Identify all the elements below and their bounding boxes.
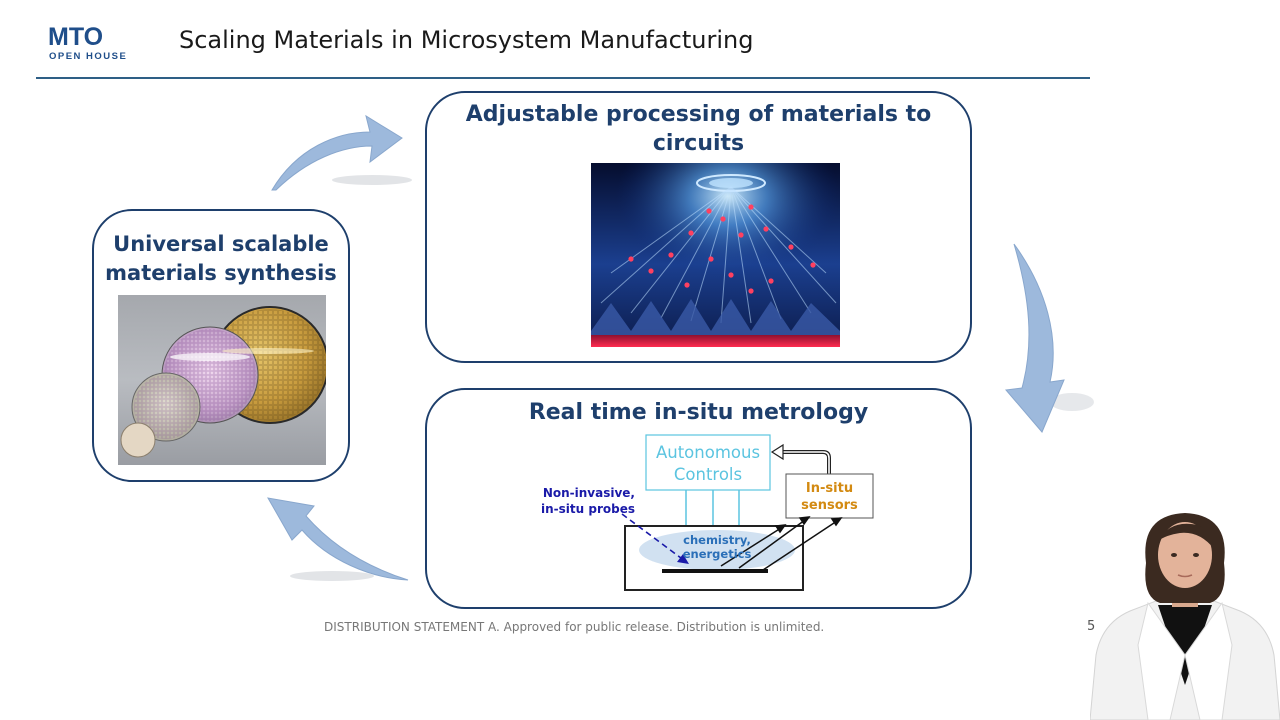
title-divider [36,77,1090,79]
page-title: Scaling Materials in Microsystem Manufac… [179,26,754,54]
chamber-line1: chemistry, [683,533,751,547]
probes-label: Non-invasive, in-situ probes [539,485,635,517]
probes-line1: Non-invasive, [542,486,635,500]
sensors-line1: In-situ [805,481,854,496]
sensors-label: In-situ sensors [786,480,873,514]
distribution-statement: DISTRIBUTION STATEMENT A. Approved for p… [324,620,825,634]
mto-open-house-logo: MTO OPEN HOUSE [48,24,138,64]
arrow-to-synthesis-icon [267,497,409,581]
processing-heading: Adjustable processing of materials to ci… [465,102,932,156]
chamber-line2: energetics [682,547,752,561]
autonomous-controls-line2: Controls [673,465,743,484]
arrow-to-metrology-icon [1005,243,1094,433]
materials-synthesis-panel: Universal scalable materials synthesis [92,209,350,482]
logo-sub-text: OPEN HOUSE [49,51,128,62]
presenter-video [1090,513,1280,720]
ion-beam-image [591,163,840,347]
metrology-diagram [621,434,874,591]
wafers-illustration [120,306,326,458]
wafer-photo [118,295,326,465]
metrology-heading: Real time in-situ metrology [528,400,869,425]
page-number: 5 [1087,619,1096,634]
materials-processing-panel: Adjustable processing of materials to ci… [425,91,972,363]
metrology-panel: Real time in-situ metrology Auton [425,388,972,609]
ion-beam-illustration [591,163,840,347]
logo-main-text: MTO [48,23,104,51]
chamber-label: chemistry, energetics [672,533,762,561]
autonomous-controls-label: Autonomous Controls [646,442,770,486]
arrow-to-processing-icon [271,114,412,191]
synthesis-heading: Universal scalable materials synthesis [105,232,337,285]
sensors-line2: sensors [801,498,858,513]
probes-line2: in-situ probes [541,502,635,516]
autonomous-controls-line1: Autonomous [655,443,761,462]
